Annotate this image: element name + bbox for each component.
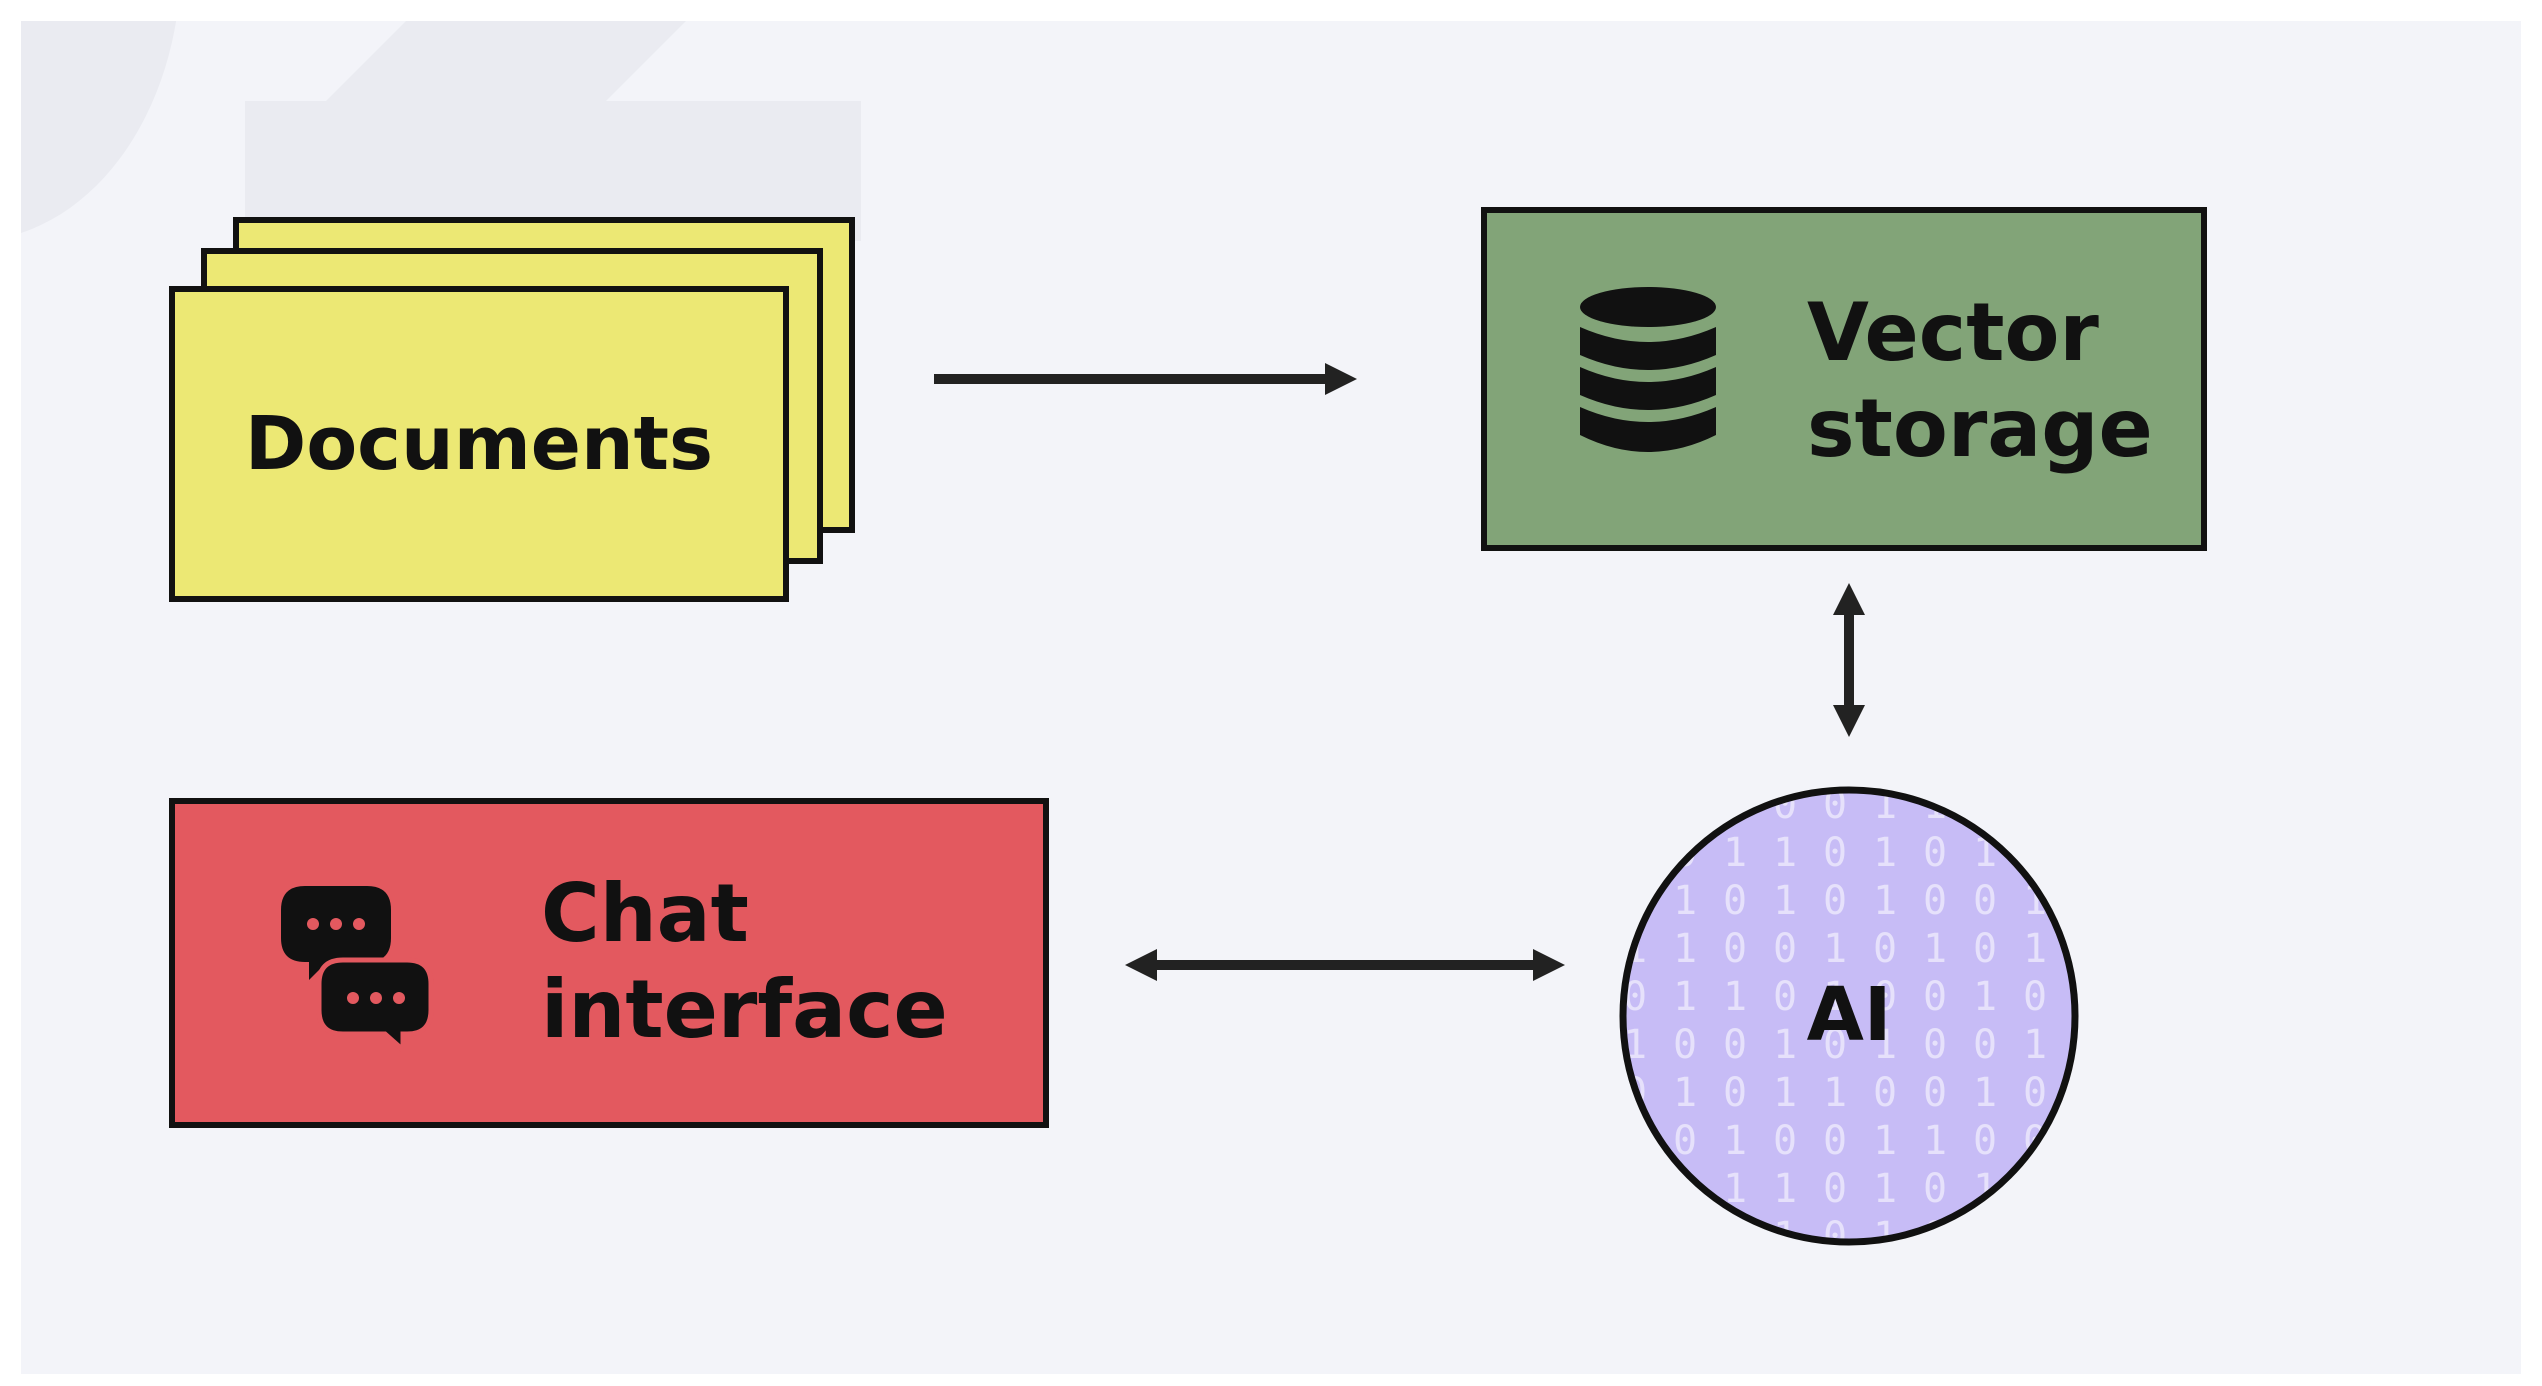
ai-binary-digit: 0 <box>1973 878 1997 924</box>
ai-binary-digit: 0 <box>1823 1022 1847 1068</box>
ai-binary-digit: 1 <box>1673 1070 1697 1116</box>
ai-binary-digit: 1 <box>2023 1022 2047 1068</box>
chat-interface-label: Chat interface <box>541 866 948 1058</box>
ai-binary-digit: 0 <box>1923 878 1947 924</box>
ai-binary-digit: 1 <box>1873 1118 1897 1164</box>
ai-binary-digit: 0 <box>1873 926 1897 972</box>
ai-binary-digit: 1 <box>1673 926 1697 972</box>
ai-binary-digit: 0 <box>1823 782 1847 828</box>
ai-binary-digit: 0 <box>1873 974 1897 1020</box>
ai-binary-digit: 1 <box>1873 830 1897 876</box>
vector-storage-label: Vector storage <box>1807 285 2153 477</box>
ai-binary-digit: 0 <box>1673 1022 1697 1068</box>
ai-binary-digit: 0 <box>1923 830 1947 876</box>
ai-binary-digit: 0 <box>1873 1070 1897 1116</box>
ai-binary-digit: 0 <box>1723 1070 1747 1116</box>
documents-label: Documents <box>244 401 714 487</box>
ai-binary-digit: 1 <box>1773 878 1797 924</box>
ai-binary-digit: 1 <box>1723 974 1747 1020</box>
ai-binary-digit: 1 <box>1773 1166 1797 1212</box>
ai-binary-digit: 0 <box>2023 974 2047 1020</box>
ai-binary-digit: 0 <box>2023 1070 2047 1116</box>
ai-binary-digit: 0 <box>1923 1070 1947 1116</box>
ai-binary-digit: 0 <box>1973 926 1997 972</box>
ai-binary-digit: 0 <box>1923 1166 1947 1212</box>
ai-binary-digit: 0 <box>1723 878 1747 924</box>
ai-binary-digit: 0 <box>1773 974 1797 1020</box>
ai-binary-digit: 0 <box>1973 1022 1997 1068</box>
ai-binary-digit: 0 <box>1673 1118 1697 1164</box>
ai-binary-digit: 1 <box>1973 974 1997 1020</box>
ai-binary-digit: 1 <box>1773 830 1797 876</box>
ai-binary-digit: 1 <box>1673 878 1697 924</box>
ai-binary-digit: 0 <box>1723 1022 1747 1068</box>
ai-binary-digit: 1 <box>1923 1118 1947 1164</box>
chat-bubbles-icon <box>281 886 434 1052</box>
vector-storage-label-line2: storage <box>1807 382 2153 475</box>
vector-storage-node: Vector storage <box>1481 207 2207 551</box>
ai-binary-digit: 1 <box>1873 1166 1897 1212</box>
ai-binary-digit: 1 <box>1873 1022 1897 1068</box>
ai-binary-digit: 0 <box>1823 1166 1847 1212</box>
ai-binary-digit: 0 <box>1723 926 1747 972</box>
ai-binary-digit: 1 <box>1823 1070 1847 1116</box>
ai-label: AI <box>1807 972 1892 1058</box>
ai-binary-digit: 1 <box>1973 1070 1997 1116</box>
chat-interface-node: Chat interface <box>169 798 1049 1128</box>
ai-binary-digit: 1 <box>2023 926 2047 972</box>
ai-binary-digit: 0 <box>1773 1118 1797 1164</box>
connector-arrows <box>934 362 1866 982</box>
ai-binary-digit: 1 <box>1923 926 1947 972</box>
ai-binary-digit: 1 <box>1823 974 1847 1020</box>
chat-interface-label-line1: Chat <box>541 867 749 960</box>
ai-binary-digit: 1 <box>1673 974 1697 1020</box>
ai-binary-digit: 1 <box>1723 830 1747 876</box>
diagram-canvas: Documents Vector storage Chat interfa <box>21 21 2521 1374</box>
ai-binary-digit: 1 <box>1723 1118 1747 1164</box>
ai-binary-digit: 0 <box>1923 1022 1947 1068</box>
database-icon <box>1580 287 1716 452</box>
documents-node: Documents <box>169 286 789 602</box>
ai-binary-digit: 1 <box>1823 926 1847 972</box>
ai-binary-digit: 1 <box>1773 1070 1797 1116</box>
ai-binary-digit: 1 <box>1773 1022 1797 1068</box>
ai-binary-digit: 0 <box>1773 926 1797 972</box>
ai-binary-digit: 0 <box>1973 1118 1997 1164</box>
ai-binary-digit: 0 <box>1823 1118 1847 1164</box>
vector-storage-label-line1: Vector <box>1807 286 2099 379</box>
ai-binary-digit: 0 <box>1923 974 1947 1020</box>
ai-binary-digit: 0 <box>1823 878 1847 924</box>
chat-interface-label-line2: interface <box>541 963 948 1056</box>
ai-binary-digit: 0 <box>1823 830 1847 876</box>
ai-binary-digit: 0 <box>1823 1214 1847 1254</box>
ai-binary-digit: 1 <box>1873 878 1897 924</box>
